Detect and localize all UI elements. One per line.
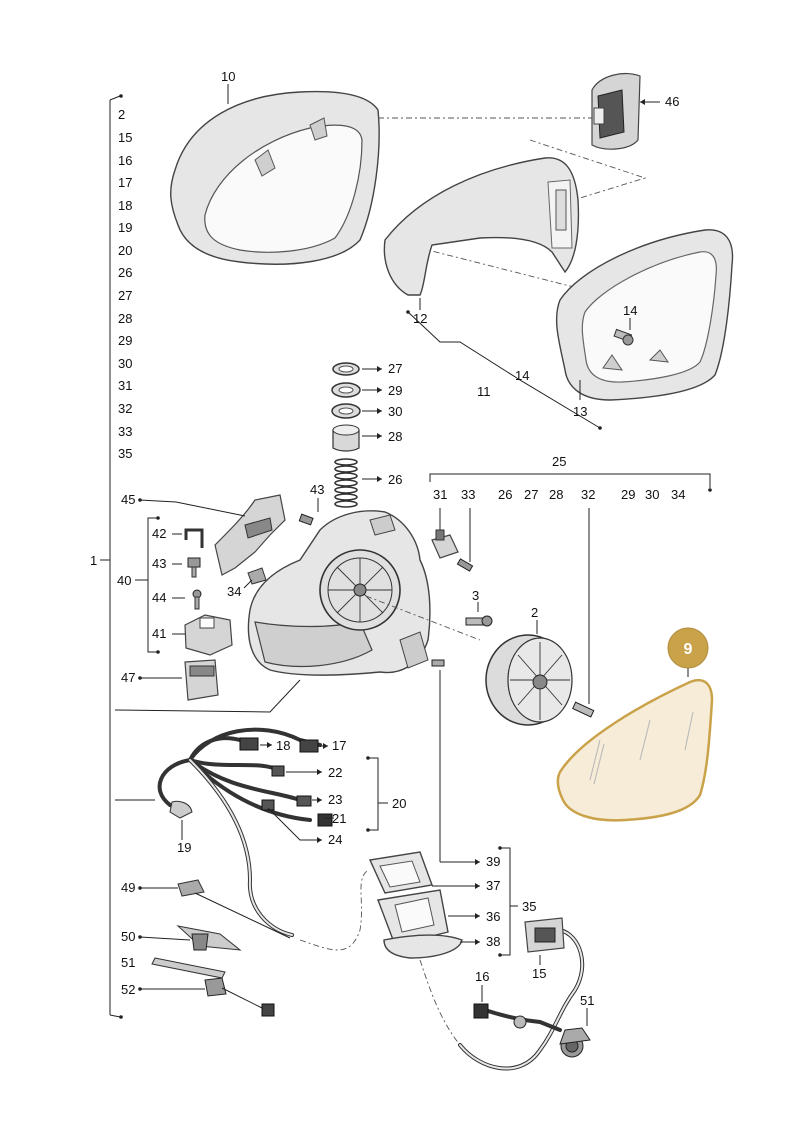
group-35-label: 35: [522, 899, 536, 914]
left-label: 35: [118, 446, 132, 461]
left-label: 27: [118, 288, 132, 303]
group-1-label: 1: [90, 553, 97, 568]
part-38-label: 38: [486, 934, 500, 949]
part-23-label: 23: [328, 792, 342, 807]
part-37-label: 37: [486, 878, 500, 893]
left-label: 20: [118, 243, 132, 258]
part-51a-label: 51: [121, 955, 135, 970]
spring-stack: 27 29 30 28 26: [331, 361, 402, 508]
bottom-left-parts: 49 50 51 52: [121, 879, 291, 1017]
left-column-labels: 2 15 16 17 18 19 20 26 27 28 29 30 31 32…: [118, 107, 132, 461]
part-34-label: 34: [227, 584, 241, 599]
part-12-label: 12: [413, 311, 427, 326]
group-25-label: 25: [552, 454, 566, 469]
left-label: 30: [118, 356, 132, 371]
part-30-label: 30: [388, 404, 402, 419]
left-label: 16: [118, 153, 132, 168]
left-label: 18: [118, 198, 132, 213]
part-13-label: 13: [573, 404, 587, 419]
bottom-right-wiring: 15 16 51: [419, 917, 594, 1071]
left-label: 32: [118, 401, 132, 416]
part-28-label: 28: [388, 429, 402, 444]
part-19-label: 19: [177, 840, 191, 855]
group-25-item: 26: [498, 487, 512, 502]
part-27-label: 27: [388, 361, 402, 376]
highlight-badge: [667, 627, 709, 669]
left-label: 15: [118, 130, 132, 145]
part-36-label: 36: [486, 909, 500, 924]
small-parts-31-33-3: 3 39: [431, 508, 500, 869]
highlight-badge-label: 9: [684, 641, 693, 658]
group-11-label: 11: [477, 384, 491, 399]
group-20-label: 20: [392, 796, 406, 811]
mirror-base-housing: [247, 510, 481, 676]
part-22-label: 22: [328, 765, 342, 780]
motor-drive-part-2: 2: [485, 508, 595, 726]
part-15-label: 15: [532, 966, 546, 981]
part-3-label: 3: [472, 588, 479, 603]
group-25-item: 30: [645, 487, 659, 502]
part-50-label: 50: [121, 929, 135, 944]
group-40-bracket: 40 42 43 44 41: [117, 516, 233, 656]
turn-signal-part-46: 46: [591, 72, 679, 150]
group-11-sub-label: 14: [515, 368, 529, 383]
group-40-label: 40: [117, 573, 131, 588]
left-label: 28: [118, 311, 132, 326]
left-label: 26: [118, 265, 132, 280]
part-26-label: 26: [388, 472, 402, 487]
left-label: 19: [118, 220, 132, 235]
part-51b-label: 51: [580, 993, 594, 1008]
group-40-item: 44: [152, 590, 166, 605]
base-line: [114, 679, 301, 713]
part-29-label: 29: [388, 383, 402, 398]
mirror-bezel-part-13: 13 14: [555, 229, 734, 419]
mirror-glass-part-9: 9: [556, 627, 714, 822]
group-25-item: 28: [549, 487, 563, 502]
part-47-label: 47: [121, 670, 135, 685]
left-label: 31: [118, 378, 132, 393]
grommet-group-35: 37 36 38 35: [299, 846, 536, 959]
group-25-item: 31: [433, 487, 447, 502]
part-52-label: 52: [121, 982, 135, 997]
group-40-item: 41: [152, 626, 166, 641]
housing-trim-part-12: 12: [383, 157, 580, 326]
bracket-part-45: 45 43 34: [121, 482, 324, 599]
group-25-item: 32: [581, 487, 595, 502]
group-40-item: 43: [152, 556, 166, 571]
group-1-bracket: 1: [90, 94, 123, 1019]
part-43-label: 43: [310, 482, 324, 497]
part-46-label: 46: [665, 94, 679, 109]
connector-part-47: 47: [121, 659, 219, 701]
part-39-label: 39: [486, 854, 500, 869]
part-14-label: 14: [623, 303, 637, 318]
part-17-label: 17: [332, 738, 346, 753]
part-21-label: 21: [332, 811, 346, 826]
part-16-label: 16: [475, 969, 489, 984]
part-24-label: 24: [328, 832, 342, 847]
part-10-label: 10: [221, 69, 235, 84]
group-25-item: 27: [524, 487, 538, 502]
part-49-label: 49: [121, 880, 135, 895]
wiring-harness: 18 17 22 23 21 24 19 20: [115, 727, 406, 937]
group-40-item: 42: [152, 526, 166, 541]
group-11-bracket: 11 14: [406, 310, 602, 430]
group-25-bracket: 25 31 33 26 27 28 32 29 30 34: [429, 454, 712, 502]
part-2-label: 2: [531, 605, 538, 620]
group-25-item: 29: [621, 487, 635, 502]
left-label: 17: [118, 175, 132, 190]
left-label: 29: [118, 333, 132, 348]
left-label: 2: [118, 107, 125, 122]
left-label: 33: [118, 424, 132, 439]
part-45-label: 45: [121, 492, 135, 507]
mirror-cap-part-10: 10: [170, 69, 380, 265]
group-25-item: 33: [461, 487, 475, 502]
part-18-label: 18: [276, 738, 290, 753]
group-25-item: 34: [671, 487, 685, 502]
